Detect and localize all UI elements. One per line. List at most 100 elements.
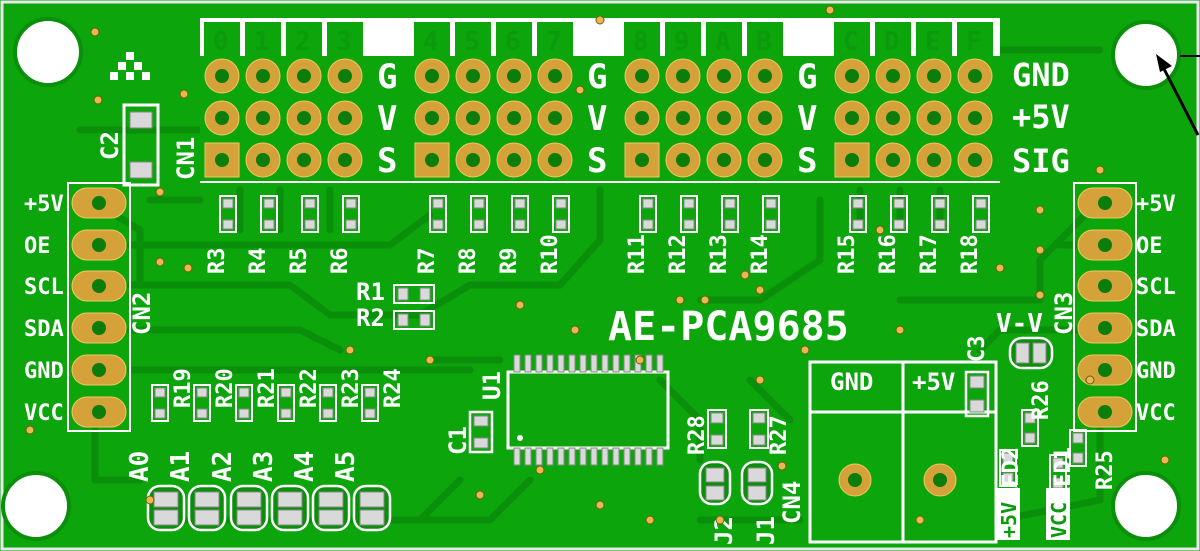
mount-hole-top-right — [1111, 20, 1181, 90]
cn4-label: CN4 — [778, 481, 806, 524]
via — [1095, 165, 1105, 175]
address-resistor-label: R24 — [381, 368, 406, 408]
header-channel-label: E — [925, 27, 941, 57]
address-resistor-label: R21 — [255, 368, 280, 408]
row-label-sig: SIG — [1012, 142, 1070, 180]
address-resistor-label: R22 — [297, 368, 322, 408]
gvs-letter: V — [377, 99, 397, 139]
header-channel-label: 7 — [546, 27, 562, 57]
right-pin-label: VCC — [1136, 401, 1176, 426]
address-jumper-label: A2 — [208, 451, 238, 482]
header-number-cell — [957, 22, 993, 56]
terminal-label-5v: +5V — [912, 368, 955, 396]
via — [740, 270, 750, 280]
resistor-label: R7 — [415, 248, 440, 275]
header-number-cell — [327, 22, 363, 56]
c1-label: C1 — [444, 426, 472, 455]
resistor-label: R14 — [748, 234, 773, 274]
gvs-column — [370, 56, 410, 181]
r25-label: R25 — [1093, 450, 1118, 490]
header-channel-label: 2 — [295, 27, 311, 57]
header-number-cell — [875, 22, 911, 56]
right-pin-label: OE — [1136, 234, 1163, 259]
via — [93, 95, 103, 105]
header-number-cell — [747, 22, 783, 56]
gvs-letter: G — [797, 57, 817, 97]
vv-label: V-V — [996, 309, 1043, 339]
mount-hole-top-left — [13, 17, 83, 87]
resistor-label: R16 — [876, 234, 901, 274]
c3-label: C3 — [965, 336, 990, 363]
resistor-outline — [972, 195, 990, 233]
address-resistor-label: R23 — [339, 368, 364, 408]
left-pin-label: OE — [24, 234, 51, 259]
header-pins — [200, 56, 1000, 181]
r1-label: R1 — [356, 278, 385, 306]
resistor-outline — [219, 195, 237, 233]
left-pin-label: SCL — [24, 275, 64, 300]
resistor-outline — [511, 195, 529, 233]
left-pin-label: +5V — [24, 192, 64, 217]
address-resistor-label: R19 — [171, 368, 196, 408]
via — [777, 461, 787, 471]
c2-label: C2 — [96, 131, 124, 160]
via — [800, 345, 810, 355]
gvs-letter: G — [377, 57, 397, 97]
copper-traces — [76, 46, 1104, 524]
row-label-gnd: GND — [1012, 56, 1070, 94]
mounting-holes — [1, 17, 1181, 541]
resistor-label: R6 — [328, 248, 353, 275]
header-number-cell — [834, 22, 870, 56]
via — [915, 515, 925, 525]
header-channel-label: 1 — [254, 27, 270, 57]
resistor-outline — [260, 195, 278, 233]
header-number-cell — [537, 22, 573, 56]
resistor-label: R5 — [287, 248, 312, 275]
via — [645, 515, 655, 525]
header-channel-label: B — [756, 27, 772, 57]
header-channel-label: 0 — [213, 27, 229, 57]
gvs-letter: S — [797, 141, 817, 181]
resistor-outline — [680, 195, 698, 233]
resistor-outline — [342, 195, 360, 233]
resistor-outline — [639, 195, 657, 233]
via — [1035, 205, 1045, 215]
gvs-letter: G — [587, 57, 607, 97]
r2-label: R2 — [356, 304, 385, 332]
header-channel-label: 9 — [674, 27, 690, 57]
via — [1035, 290, 1045, 300]
via — [995, 263, 1005, 273]
address-resistor — [193, 384, 211, 422]
header-number-cell — [916, 22, 952, 56]
mount-hole-bottom-right — [1111, 471, 1181, 541]
address-resistor — [235, 384, 253, 422]
right-pin-label: SCL — [1136, 275, 1176, 300]
header-number-cell — [706, 22, 742, 56]
address-jumper-label: A5 — [331, 451, 361, 482]
header-channel-label: F — [966, 27, 982, 57]
header-channel-label: 3 — [336, 27, 352, 57]
address-resistor — [361, 384, 379, 422]
row-label-5v: +5V — [1012, 98, 1070, 136]
via — [425, 355, 435, 365]
via — [635, 355, 645, 365]
cn2-label: CN2 — [128, 292, 156, 335]
resistor-outline — [470, 195, 488, 233]
left-pin-label: GND — [24, 359, 64, 384]
left-connector-outline — [67, 182, 131, 432]
via — [570, 325, 580, 335]
via — [155, 187, 165, 197]
address-resistor-label: R20 — [213, 368, 238, 408]
resistor-label: R17 — [917, 234, 942, 274]
cn3-label: CN3 — [1050, 292, 1078, 335]
board-title: AE-PCA9685 — [608, 304, 849, 350]
annotation-arrow — [1156, 54, 1200, 136]
via — [595, 500, 605, 510]
via — [90, 27, 100, 37]
resistor-label: R10 — [538, 234, 563, 274]
resistor-label: R3 — [205, 248, 230, 275]
via — [1085, 375, 1095, 385]
